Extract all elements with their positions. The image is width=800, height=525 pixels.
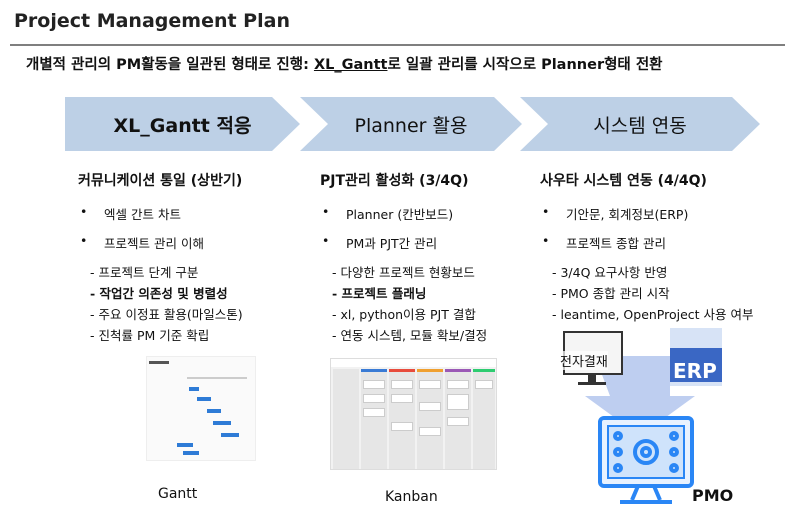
sub-item: - 프로젝트 단계 구분 [90, 265, 199, 280]
kanban-screenshot [330, 358, 497, 470]
approval-label: 전자결재 [560, 351, 608, 370]
bullet-text: PM과 PJT간 관리 [346, 236, 438, 251]
gantt-caption: Gantt [158, 486, 198, 502]
sub-item: - 주요 이정표 활용(마일스톤) [90, 307, 243, 322]
subtitle-suffix: 로 일괄 관리를 시작으로 Planner형태 전환 [387, 57, 663, 73]
list-item: • 기안문, 회계정보(ERP) [540, 204, 754, 233]
sub-item: - 다양한 프로젝트 현황보드 [332, 265, 475, 280]
pmo-label: PMO [692, 486, 734, 505]
step-planner: Planner 활용 [300, 97, 522, 151]
step-xl-gantt: XL_Gantt 적응 [65, 97, 300, 151]
system-integration-diagram [563, 328, 722, 504]
bullet: • [80, 233, 88, 248]
list-item: • 엑셀 간트 차트 [78, 204, 243, 233]
sub-item: - 작업간 의존성 및 병렬성 [90, 286, 228, 301]
bullet: • [322, 204, 330, 219]
kanban-caption: Kanban [385, 489, 438, 505]
subtitle-link: XL_Gantt [313, 57, 388, 73]
sub-item: - PMO 종합 관리 시작 [552, 286, 670, 301]
page-title: Project Management Plan [14, 10, 290, 32]
bullet: • [542, 204, 550, 219]
list-item: • 프로젝트 관리 이해 [78, 233, 243, 262]
sub-item: - 프로젝트 플래닝 [332, 286, 427, 301]
erp-label: ERP [673, 359, 717, 383]
bullet-text: 프로젝트 종합 관리 [566, 236, 666, 251]
column-pjt: PJT관리 활성화 (3/4Q) • Planner (칸반보드) • PM과 PJ… [320, 170, 487, 346]
pmo-monitor-icon [598, 416, 694, 504]
sub-item: - 연동 시스템, 모듈 확보/결정 [332, 328, 488, 343]
subtitle-prefix: 개별적 관리의 PM활동을 일관된 형태로 진행: [26, 57, 314, 73]
bullet: • [80, 204, 88, 219]
sub-item: - xl, python이용 PJT 결합 [332, 307, 476, 322]
list-item: • PM과 PJT간 관리 [320, 233, 487, 262]
bullet: • [322, 233, 330, 248]
erp-banner-icon [670, 328, 722, 386]
column-communication: 커뮤니케이션 통일 (상반기) • 엑셀 간트 차트 • 프로젝트 관리 이해 - … [78, 170, 243, 346]
title-divider [10, 44, 785, 46]
column-heading: PJT관리 활성화 (3/4Q) [320, 173, 469, 189]
bullet: • [542, 233, 550, 248]
column-heading: 사우타 시스템 연동 (4/4Q) [540, 173, 707, 189]
bullet-text: 기안문, 회계정보(ERP) [566, 207, 689, 222]
step-system: 시스템 연동 [520, 97, 760, 151]
column-heading: 커뮤니케이션 통일 (상반기) [78, 173, 243, 189]
bullet-text: 엑셀 간트 차트 [104, 207, 181, 222]
column-system: 사우타 시스템 연동 (4/4Q) • 기안문, 회계정보(ERP) • 프로젝트 … [540, 170, 754, 325]
subtitle: 개별적 관리의 PM활동을 일관된 형태로 진행: XL_Gantt로 일괄 관… [26, 53, 663, 74]
list-item: • 프로젝트 종합 관리 [540, 233, 754, 262]
bullet-text: 프로젝트 관리 이해 [104, 236, 204, 251]
sub-item: - 3/4Q 요구사항 반영 [552, 265, 668, 280]
bullet-text: Planner (칸반보드) [346, 207, 454, 222]
list-item: • Planner (칸반보드) [320, 204, 487, 233]
gantt-screenshot [146, 356, 256, 461]
sub-item: - 진척률 PM 기준 확립 [90, 328, 210, 343]
sub-item: - leantime, OpenProject 사용 여부 [552, 307, 754, 322]
